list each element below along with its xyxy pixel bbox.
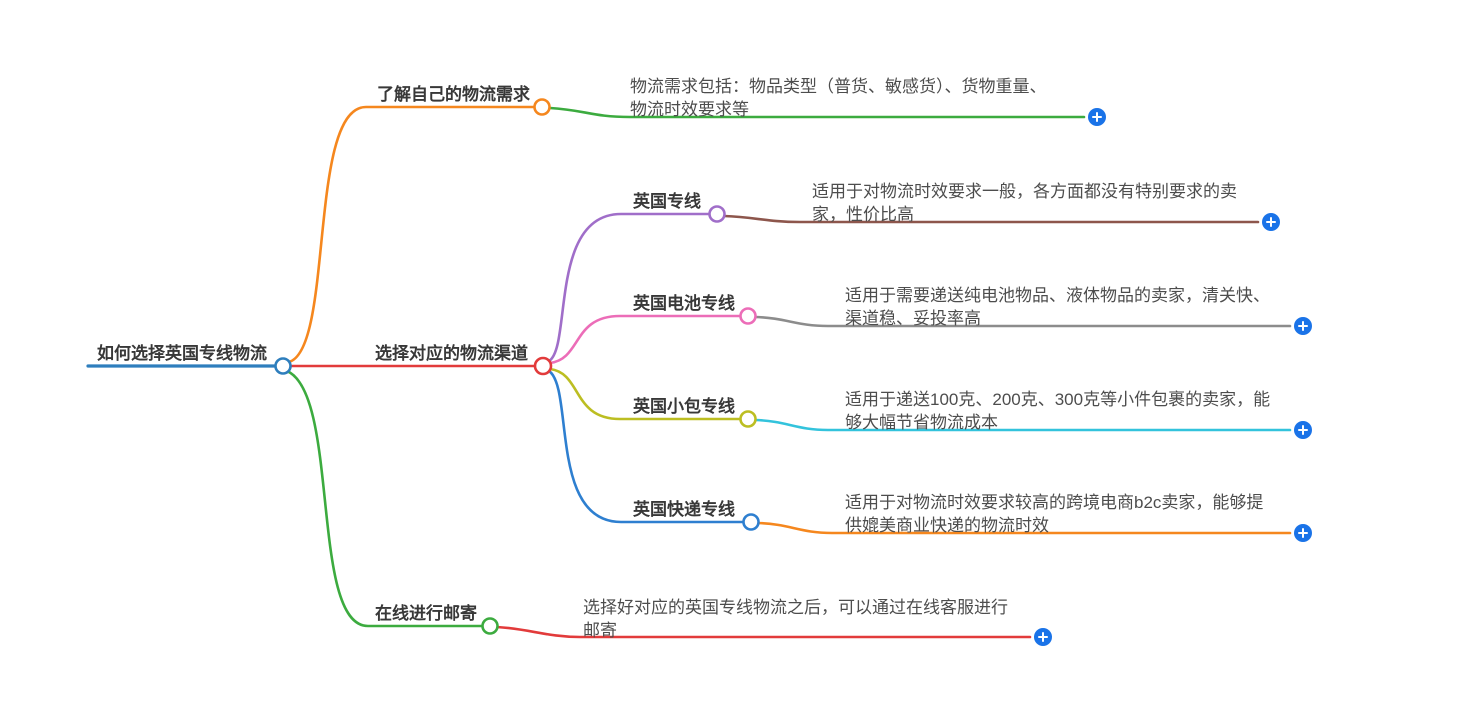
edge-branch1-note [548, 106, 1086, 119]
add-node-icon-child4[interactable] [1294, 524, 1312, 542]
child1-node-label[interactable]: 英国专线 [633, 192, 701, 211]
edge-branch2-child4 [547, 369, 746, 524]
child3-note-text[interactable]: 适用于递送100克、200克、300克等小件包裹的卖家，能 够大幅节省物流成本 [845, 390, 1271, 432]
node-dot-branch1[interactable] [533, 98, 551, 116]
branch2-node-label[interactable]: 选择对应的物流渠道 [375, 344, 528, 363]
child2-node-label[interactable]: 英国电池专线 [633, 294, 735, 313]
node-dot-branch2[interactable] [533, 356, 553, 376]
node-dot-child4[interactable] [742, 513, 760, 531]
root-node-label[interactable]: 如何选择英国专线物流 [97, 344, 267, 363]
child4-note-text[interactable]: 适用于对物流时效要求较高的跨境电商b2c卖家，能够提 供媲美商业快递的物流时效 [845, 493, 1264, 535]
edge-root-branch3 [285, 369, 484, 628]
add-node-icon-child1[interactable] [1262, 213, 1280, 231]
branch3-note-text[interactable]: 选择好对应的英国专线物流之后，可以通过在线客服进行 邮寄 [583, 598, 1008, 640]
branch1-note-text[interactable]: 物流需求包括：物品类型（普货、敏感货）、货物重量、 物流时效要求等 [630, 77, 1047, 119]
edge-child3-note [753, 418, 1292, 432]
edge-branch2-child2 [548, 314, 743, 365]
edge-child2-note [753, 315, 1292, 328]
child3-node-label[interactable]: 英国小包专线 [633, 397, 735, 416]
node-dot-branch3[interactable] [481, 617, 499, 635]
child1-note-text[interactable]: 适用于对物流时效要求一般，各方面都没有特别要求的卖 家，性价比高 [812, 182, 1237, 224]
node-dot-child1[interactable] [708, 205, 726, 223]
child4-node-label[interactable]: 英国快递专线 [633, 500, 735, 519]
add-node-icon-branch1[interactable] [1088, 108, 1106, 126]
branch1-node-label[interactable]: 了解自己的物流需求 [377, 85, 530, 104]
node-dot-root[interactable] [274, 357, 292, 375]
edge-root-branch1 [287, 105, 536, 364]
child2-note-text[interactable]: 适用于需要递送纯电池物品、液体物品的卖家，清关快、 渠道稳、妥投率高 [845, 286, 1270, 328]
add-node-icon-branch3[interactable] [1034, 628, 1052, 646]
edge-branch2-child1 [547, 212, 712, 363]
edge-branch3-note [495, 625, 1032, 639]
add-node-icon-child3[interactable] [1294, 421, 1312, 439]
node-dot-child2[interactable] [739, 307, 757, 325]
edge-child1-note [722, 214, 1260, 224]
edge-child4-note [756, 521, 1292, 535]
node-dot-child3[interactable] [739, 410, 757, 428]
branch3-node-label[interactable]: 在线进行邮寄 [375, 604, 477, 623]
add-node-icon-child2[interactable] [1294, 317, 1312, 335]
edge-branch2-child3 [548, 367, 743, 421]
